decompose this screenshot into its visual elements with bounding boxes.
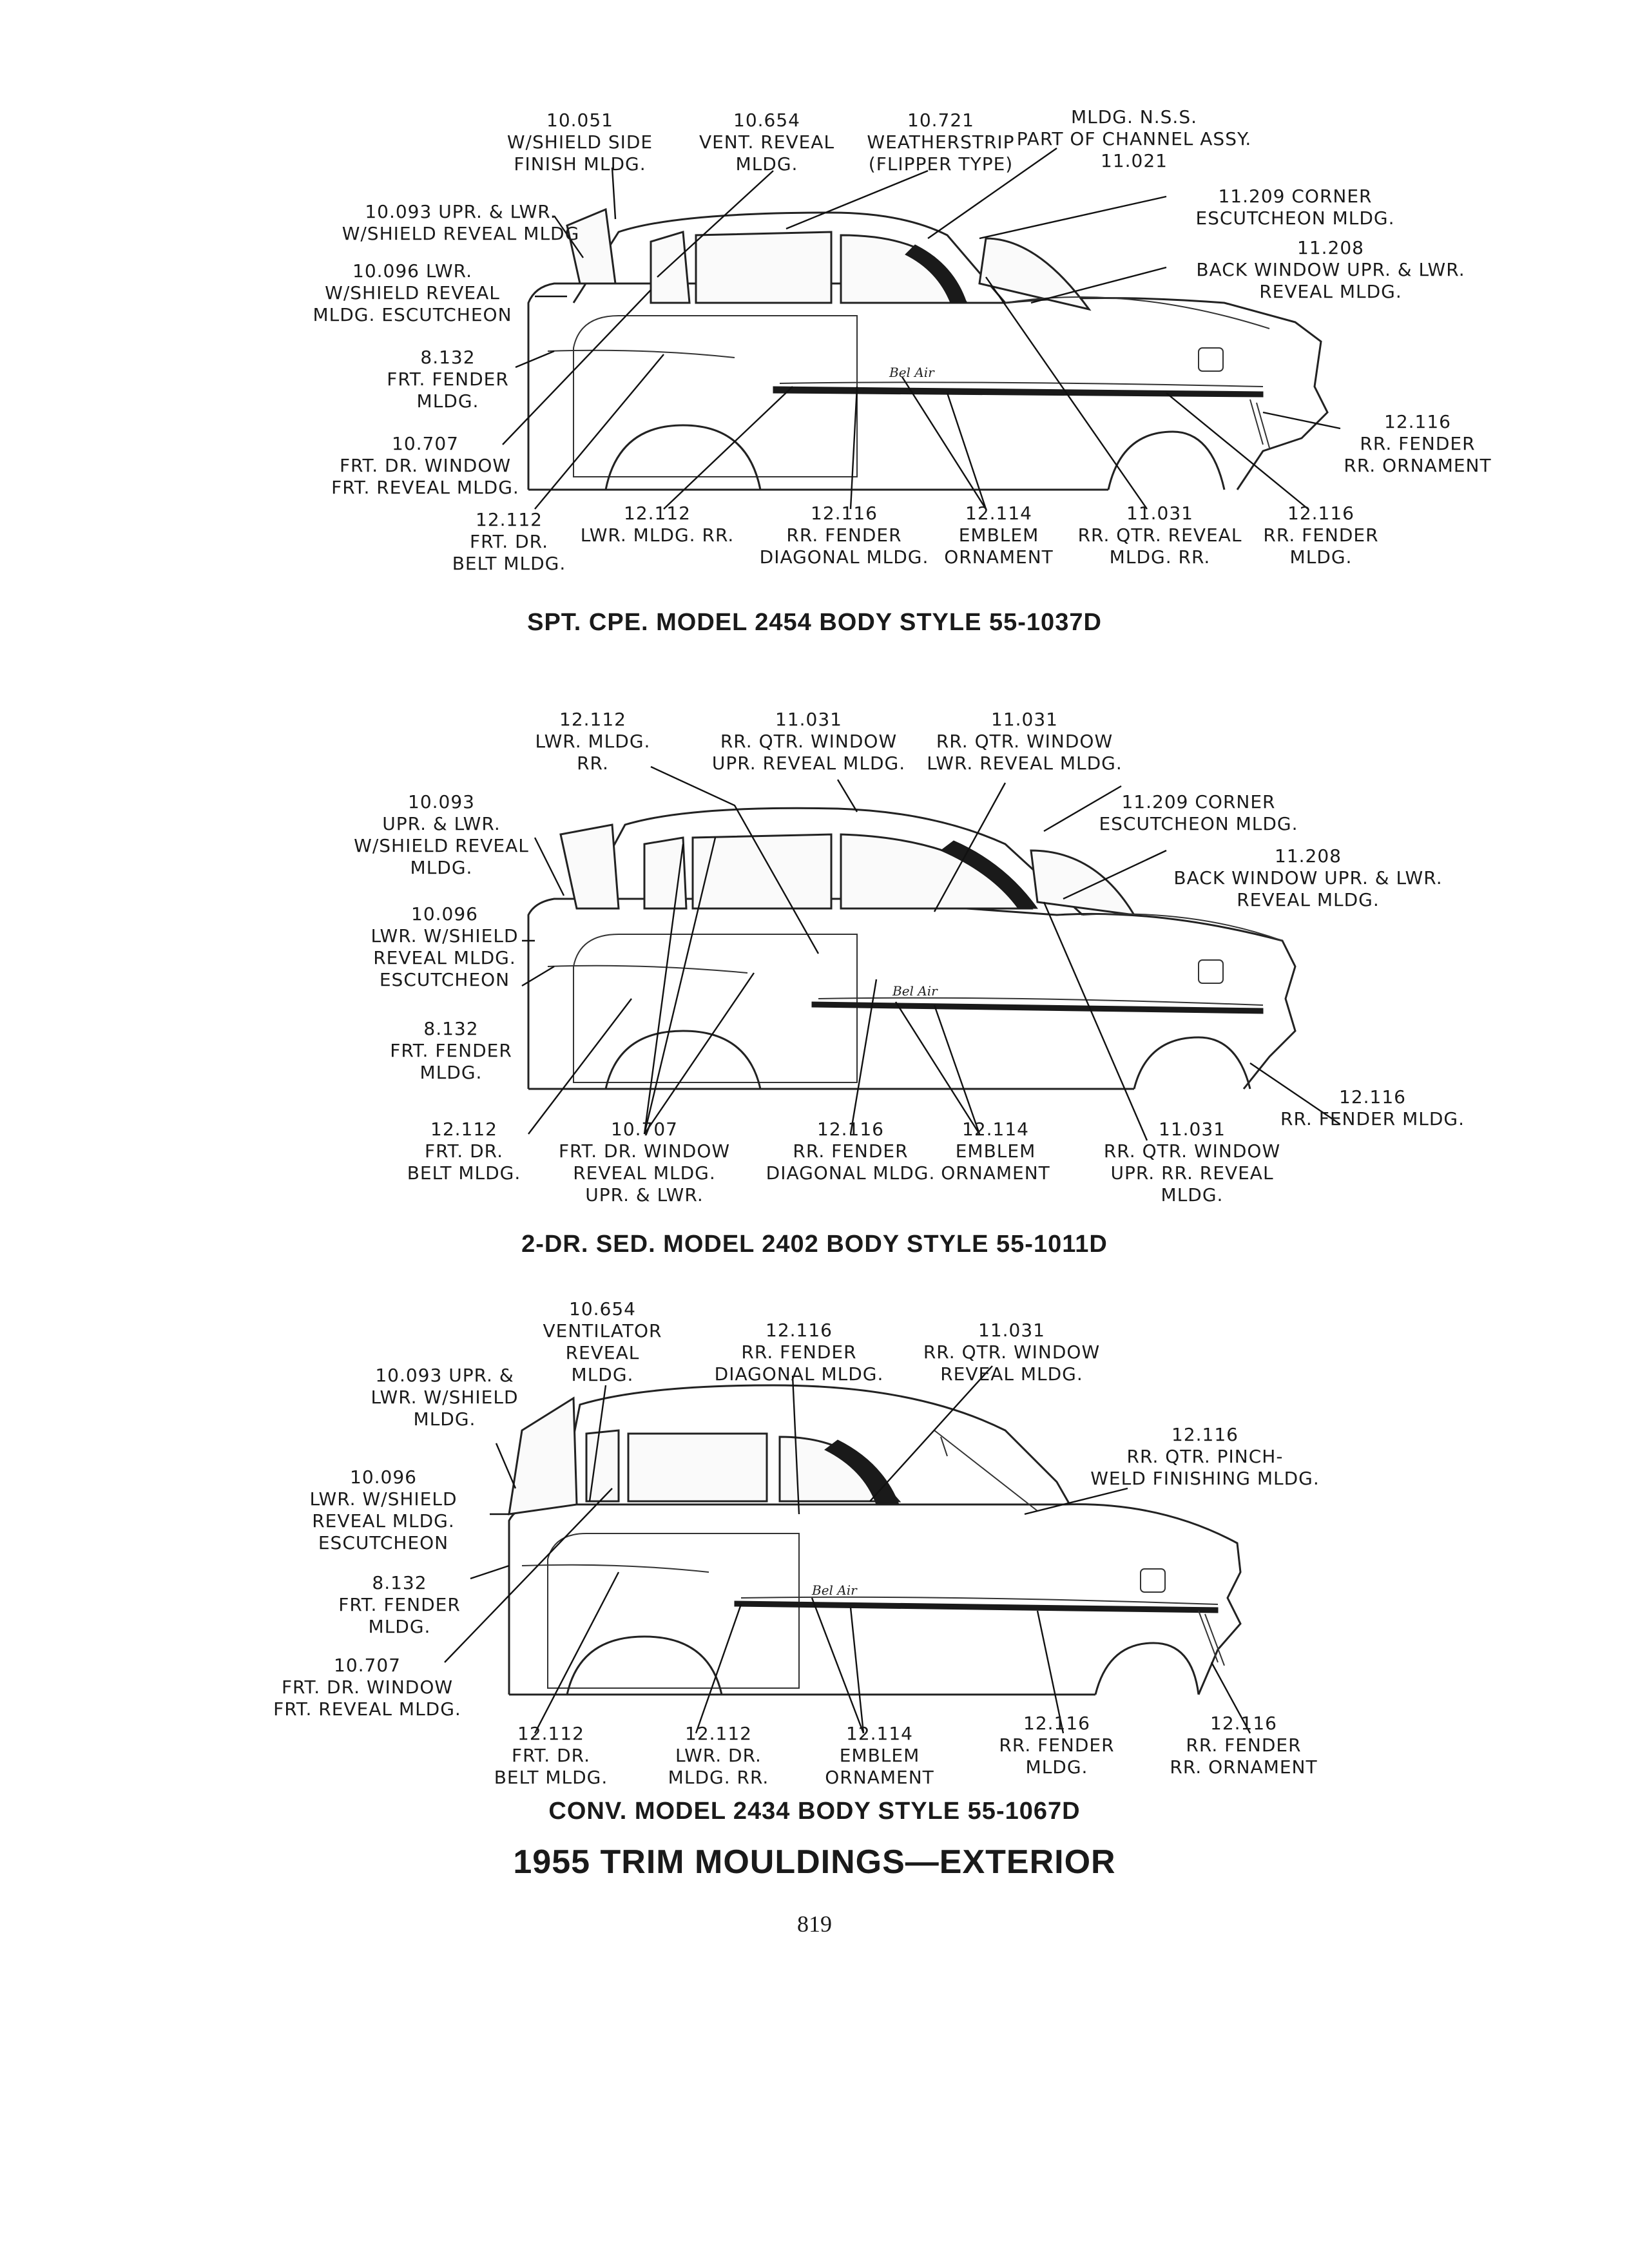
label-8132-front-fender: 8.132 FRT. FENDER MLDG.: [390, 1018, 512, 1083]
label-10654-ventilator-reveal: 10.654 VENTILATOR REVEAL MLDG.: [543, 1298, 662, 1385]
label-10721-weatherstrip: 10.721 WEATHERSTRIP (FLIPPER TYPE): [867, 110, 1015, 175]
label-12116-rear-fender-diagonal: 12.116 RR. FENDER DIAGONAL MLDG.: [714, 1320, 884, 1385]
label-8132-front-fender: 8.132 FRT. FENDER MLDG.: [387, 347, 509, 412]
svg-text:Bel Air: Bel Air: [811, 1582, 858, 1598]
label-10096-lower-windshield-escutcheon: 10.096 LWR. W/SHIELD REVEAL MLDG. ESCUTC…: [309, 1466, 458, 1553]
label-12116-pinch-weld-finishing: 12.116 RR. QTR. PINCH- WELD FINISHING ML…: [1090, 1424, 1320, 1489]
label-mldg-nss: MLDG. N.S.S. PART OF CHANNEL ASSY. 11.02…: [1016, 106, 1252, 171]
label-10093-windshield: 10.093 UPR. & LWR. W/SHIELD MLDG.: [371, 1365, 519, 1430]
label-11031-rear-qtr-lower-reveal: 11.031 RR. QTR. WINDOW LWR. REVEAL MLDG.: [927, 709, 1123, 774]
car-drawing-convertible: Bel Air: [444, 1365, 1251, 1734]
car-drawing-2-door-sedan: Bel Air: [521, 765, 1341, 1141]
label-12112-front-door-belt: 12.112 FRT. DR. BELT MLDG.: [494, 1723, 608, 1788]
label-11209-corner-escutcheon: 11.209 CORNER ESCUTCHEON MLDG.: [1195, 186, 1395, 229]
diagram-2-door-sedan: Bel Air 12.112 LWR. MLDG. RR. 11.031 RR.…: [0, 696, 1629, 1289]
label-10654-vent-reveal: 10.654 VENT. REVEAL MLDG.: [699, 110, 835, 175]
label-12112-lower-rear: 12.112 LWR. MLDG. RR.: [580, 503, 735, 546]
label-8132-front-fender: 8.132 FRT. FENDER MLDG.: [338, 1572, 461, 1637]
label-12116-rear-fender: 12.116 RR. FENDER MLDG.: [1263, 503, 1379, 568]
caption-convertible: CONV. MODEL 2434 BODY STYLE 55-1067D: [548, 1798, 1081, 1825]
label-10093-windshield-reveal: 10.093 UPR. & LWR. W/SHIELD REVEAL MLDG: [342, 201, 580, 244]
label-11208-back-window-reveal: 11.208 BACK WINDOW UPR. & LWR. REVEAL ML…: [1173, 845, 1443, 910]
caption-sport-coupe: SPT. CPE. MODEL 2454 BODY STYLE 55-1037D: [527, 609, 1102, 636]
label-11031-rear-quarter-reveal: 11.031 RR. QTR. REVEAL MLDG. RR.: [1077, 503, 1242, 568]
svg-text:Bel Air: Bel Air: [892, 983, 938, 999]
label-10707-front-door-window-reveal: 10.707 FRT. DR. WINDOW REVEAL MLDG. UPR.…: [558, 1119, 731, 1206]
car-drawing-sport-coupe: Bel Air: [502, 148, 1341, 510]
diagram-sport-coupe: Bel Air 10.051 W/SHIELD SIDE FINISH MLDG…: [0, 0, 1629, 670]
label-12112-lower-door-rear: 12.112 LWR. DR. MLDG. RR.: [668, 1723, 769, 1788]
diagram-convertible: Bel Air 10.654 VENTILATOR REVEAL MLDG. 1…: [0, 1289, 1629, 1830]
label-12112-front-door-belt: 12.112 FRT. DR. BELT MLDG.: [452, 509, 566, 574]
label-11031-rear-qtr-upper-rear-reveal: 11.031 RR. QTR. WINDOW UPR. RR. REVEAL M…: [1103, 1119, 1281, 1206]
label-12116-rear-fender-ornament: 12.116 RR. FENDER RR. ORNAMENT: [1170, 1713, 1318, 1778]
page-title: 1955 TRIM MOULDINGS—EXTERIOR: [513, 1843, 1116, 1881]
label-10093-windshield-reveal: 10.093 UPR. & LWR. W/SHIELD REVEAL MLDG.: [354, 791, 529, 878]
svg-text:Bel Air: Bel Air: [889, 365, 935, 380]
label-12116-rear-fender-ornament: 12.116 RR. FENDER RR. ORNAMENT: [1344, 411, 1492, 476]
label-12116-rear-fender-diagonal: 12.116 RR. FENDER DIAGONAL MLDG.: [766, 1119, 936, 1184]
caption-2-door-sedan: 2-DR. SED. MODEL 2402 BODY STYLE 55-1011…: [521, 1231, 1108, 1258]
label-12114-emblem-ornament: 12.114 EMBLEM ORNAMENT: [941, 1119, 1050, 1184]
label-12114-emblem-ornament: 12.114 EMBLEM ORNAMENT: [825, 1723, 934, 1788]
label-12112-lower-rear: 12.112 LWR. MLDG. RR.: [535, 709, 651, 774]
label-12116-rear-fender-diagonal: 12.116 RR. FENDER DIAGONAL MLDG.: [759, 503, 929, 568]
label-10707-front-door-window-reveal: 10.707 FRT. DR. WINDOW FRT. REVEAL MLDG.: [273, 1655, 461, 1720]
label-12112-front-door-belt: 12.112 FRT. DR. BELT MLDG.: [407, 1119, 521, 1184]
label-12114-emblem-ornament: 12.114 EMBLEM ORNAMENT: [944, 503, 1054, 568]
label-11031-rear-qtr-upper-reveal: 11.031 RR. QTR. WINDOW UPR. REVEAL MLDG.: [711, 709, 906, 774]
label-11208-back-window-reveal: 11.208 BACK WINDOW UPR. & LWR. REVEAL ML…: [1196, 237, 1465, 302]
label-12116-rear-fender: 12.116 RR. FENDER MLDG.: [999, 1713, 1115, 1778]
label-10051-windshield-side-finish: 10.051 W/SHIELD SIDE FINISH MLDG.: [506, 110, 653, 175]
label-11209-corner-escutcheon: 11.209 CORNER ESCUTCHEON MLDG.: [1099, 791, 1298, 834]
label-10096-lower-windshield-escutcheon: 10.096 LWR. W/SHIELD REVEAL MLDG. ESCUTC…: [371, 903, 519, 990]
page-number: 819: [797, 1911, 832, 1937]
label-12116-rear-fender: 12.116 RR. FENDER MLDG.: [1280, 1086, 1465, 1129]
label-10707-front-door-window-reveal: 10.707 FRT. DR. WINDOW FRT. REVEAL MLDG.: [331, 433, 519, 498]
label-10096-lower-windshield-escutcheon: 10.096 LWR. W/SHIELD REVEAL MLDG. ESCUTC…: [313, 260, 512, 325]
label-11031-rear-qtr-window-reveal: 11.031 RR. QTR. WINDOW REVEAL MLDG.: [923, 1320, 1101, 1385]
